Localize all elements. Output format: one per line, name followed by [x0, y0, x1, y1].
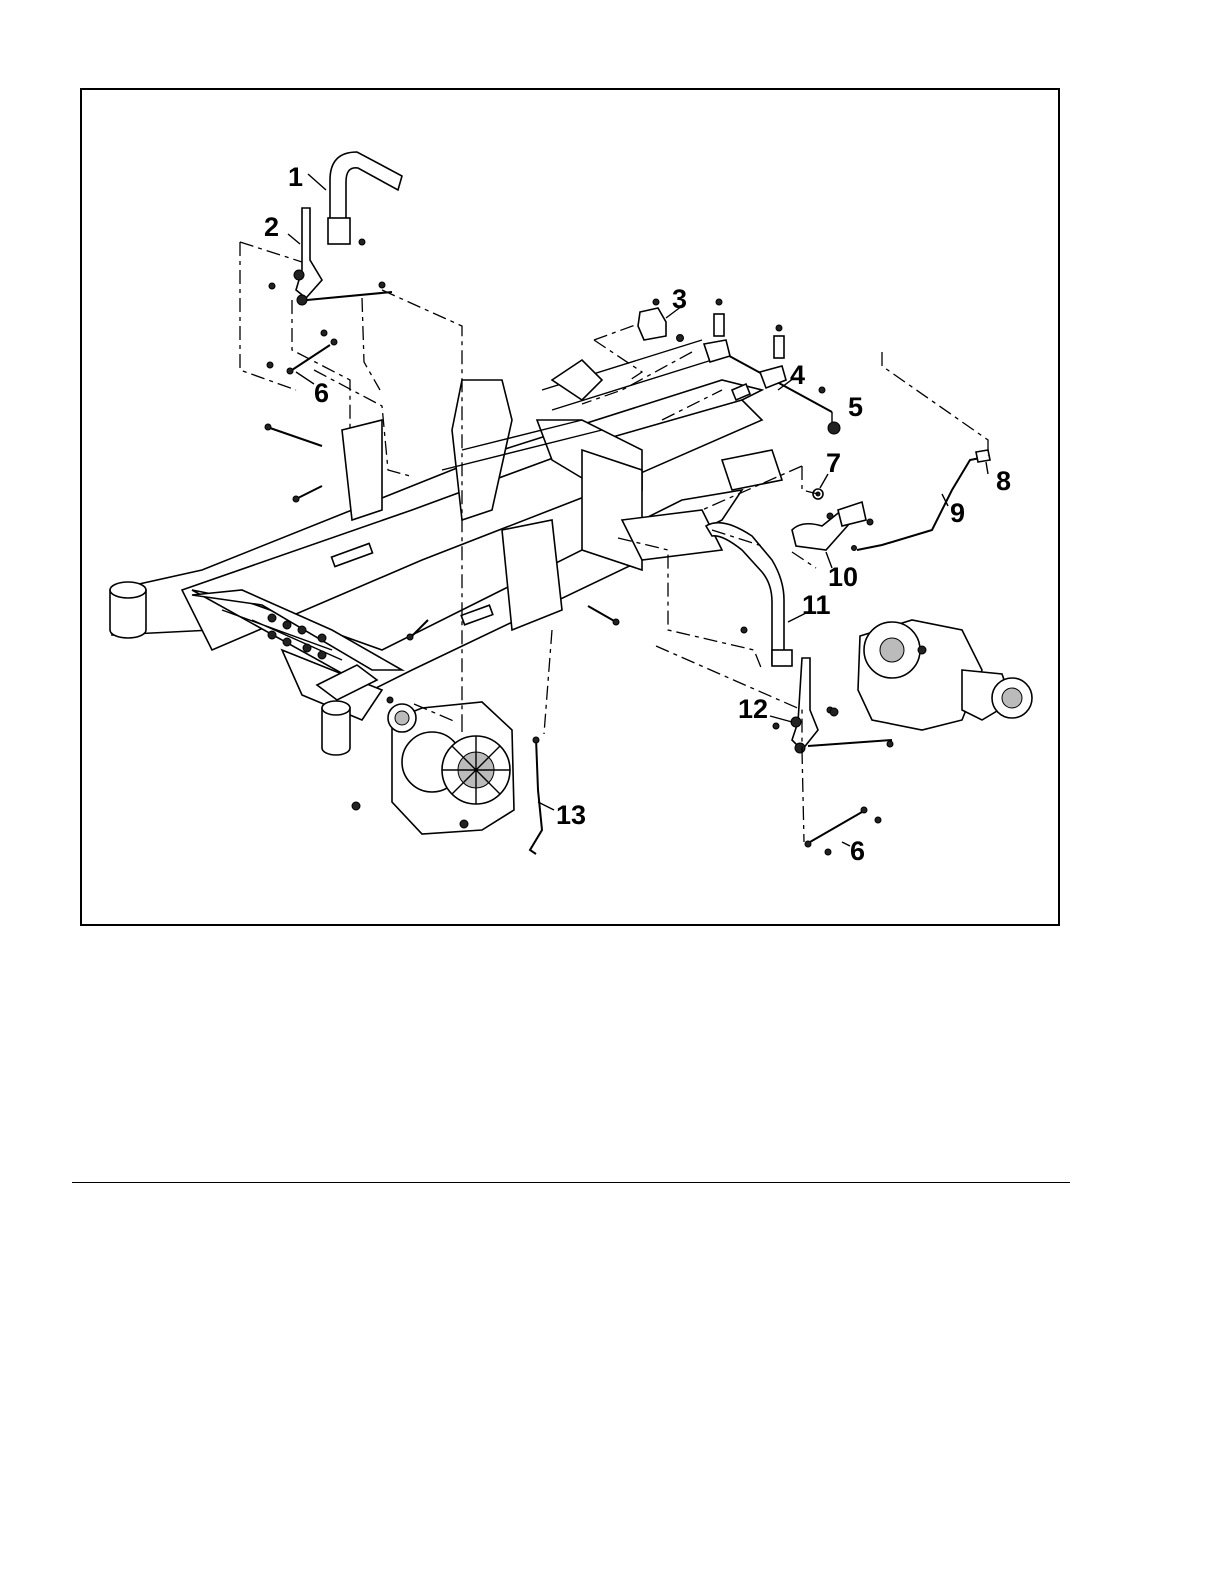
callout-6-upper: 6 — [314, 378, 329, 408]
callout-10: 10 — [828, 562, 858, 592]
callout-5: 5 — [848, 392, 863, 422]
washer-and-pedal-arm — [792, 489, 873, 550]
callout-8: 8 — [996, 466, 1011, 496]
page-divider-rule — [72, 1182, 1070, 1183]
callout-9: 9 — [950, 498, 965, 528]
exploded-parts-diagram: 1 2 3 4 5 6 6 7 8 9 10 11 12 13 — [80, 88, 1060, 926]
right-transaxle — [830, 620, 1032, 730]
left-control-handle — [328, 152, 402, 245]
callout-4: 4 — [790, 360, 805, 390]
long-rod — [530, 737, 542, 854]
callout-2: 2 — [264, 212, 279, 242]
callout-11: 11 — [802, 590, 831, 620]
nut — [828, 422, 840, 434]
callout-3: 3 — [672, 284, 687, 314]
callout-13: 13 — [556, 800, 586, 830]
main-frame — [110, 340, 782, 755]
callout-7: 7 — [826, 448, 841, 478]
linkage-rod — [852, 450, 991, 551]
callout-12: 12 — [738, 694, 768, 724]
callout-6-lower: 6 — [850, 836, 865, 866]
left-transaxle — [352, 697, 514, 834]
callout-1: 1 — [288, 162, 303, 192]
right-damper — [805, 807, 881, 855]
